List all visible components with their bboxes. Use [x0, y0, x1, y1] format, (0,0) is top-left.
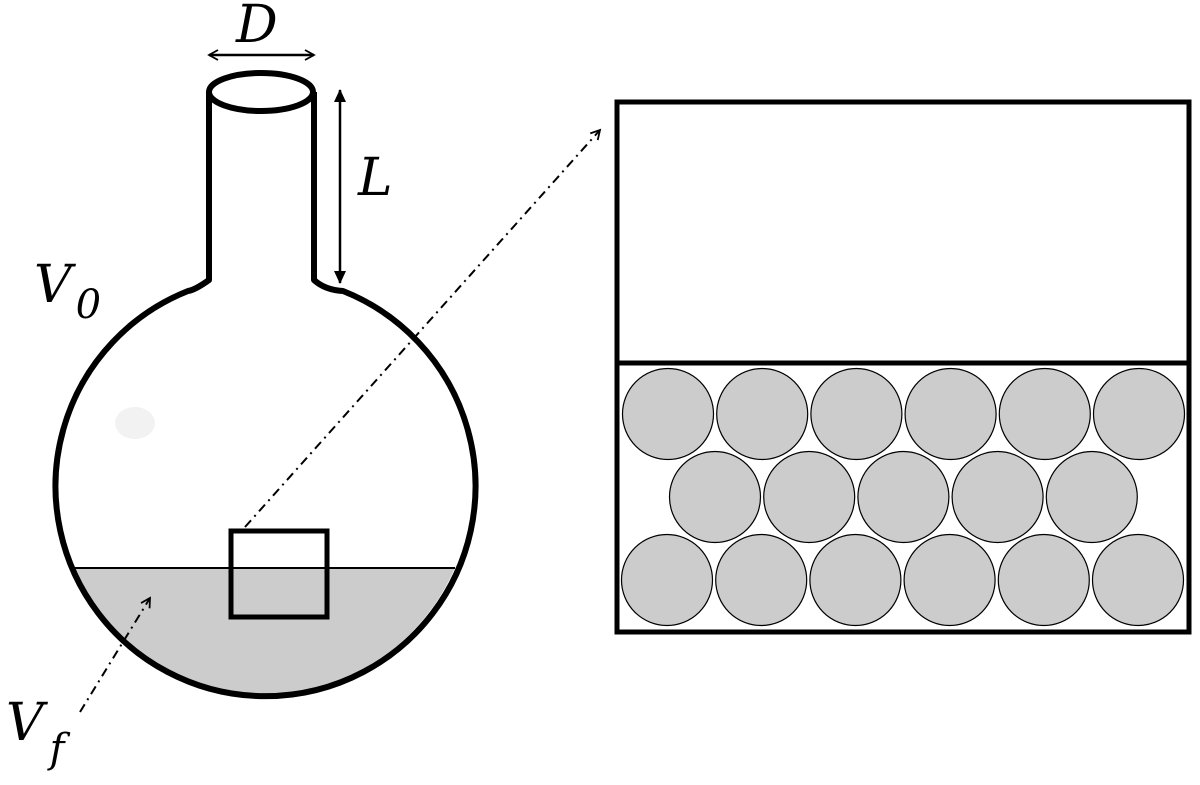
particle — [857, 450, 950, 544]
particle — [903, 533, 996, 627]
zoom-panel-frame — [614, 99, 1192, 635]
diameter-label: D — [235, 0, 278, 55]
neck-opening — [206, 70, 316, 114]
zoom-region-box — [228, 528, 330, 620]
particle — [668, 450, 762, 544]
flask-outline — [52, 92, 479, 700]
initial-volume-symbol: V — [34, 255, 76, 315]
flask — [52, 70, 479, 700]
liquid-fill — [52, 568, 472, 695]
particle — [620, 533, 714, 627]
packed-particles — [620, 367, 1186, 627]
glare-spot — [115, 407, 155, 439]
particle — [1091, 533, 1185, 627]
particle — [1092, 367, 1186, 461]
particle — [809, 533, 902, 627]
particle — [716, 367, 809, 461]
particle — [998, 367, 1091, 461]
zoom-pointer-line — [244, 128, 602, 528]
final-volume-subscript: f — [47, 726, 71, 772]
particle — [810, 367, 903, 461]
particle — [904, 367, 997, 461]
initial-volume-subscript: 0 — [76, 282, 101, 328]
particle — [763, 450, 856, 544]
particle — [951, 450, 1044, 544]
particle — [1045, 450, 1138, 544]
final-volume-symbol: V — [6, 693, 48, 753]
particle — [715, 533, 808, 627]
zoom-panel — [614, 99, 1192, 635]
neck-length-label: L — [357, 148, 393, 208]
particle — [621, 367, 715, 461]
final-volume-pointer-line — [79, 596, 151, 713]
particle — [997, 533, 1090, 627]
